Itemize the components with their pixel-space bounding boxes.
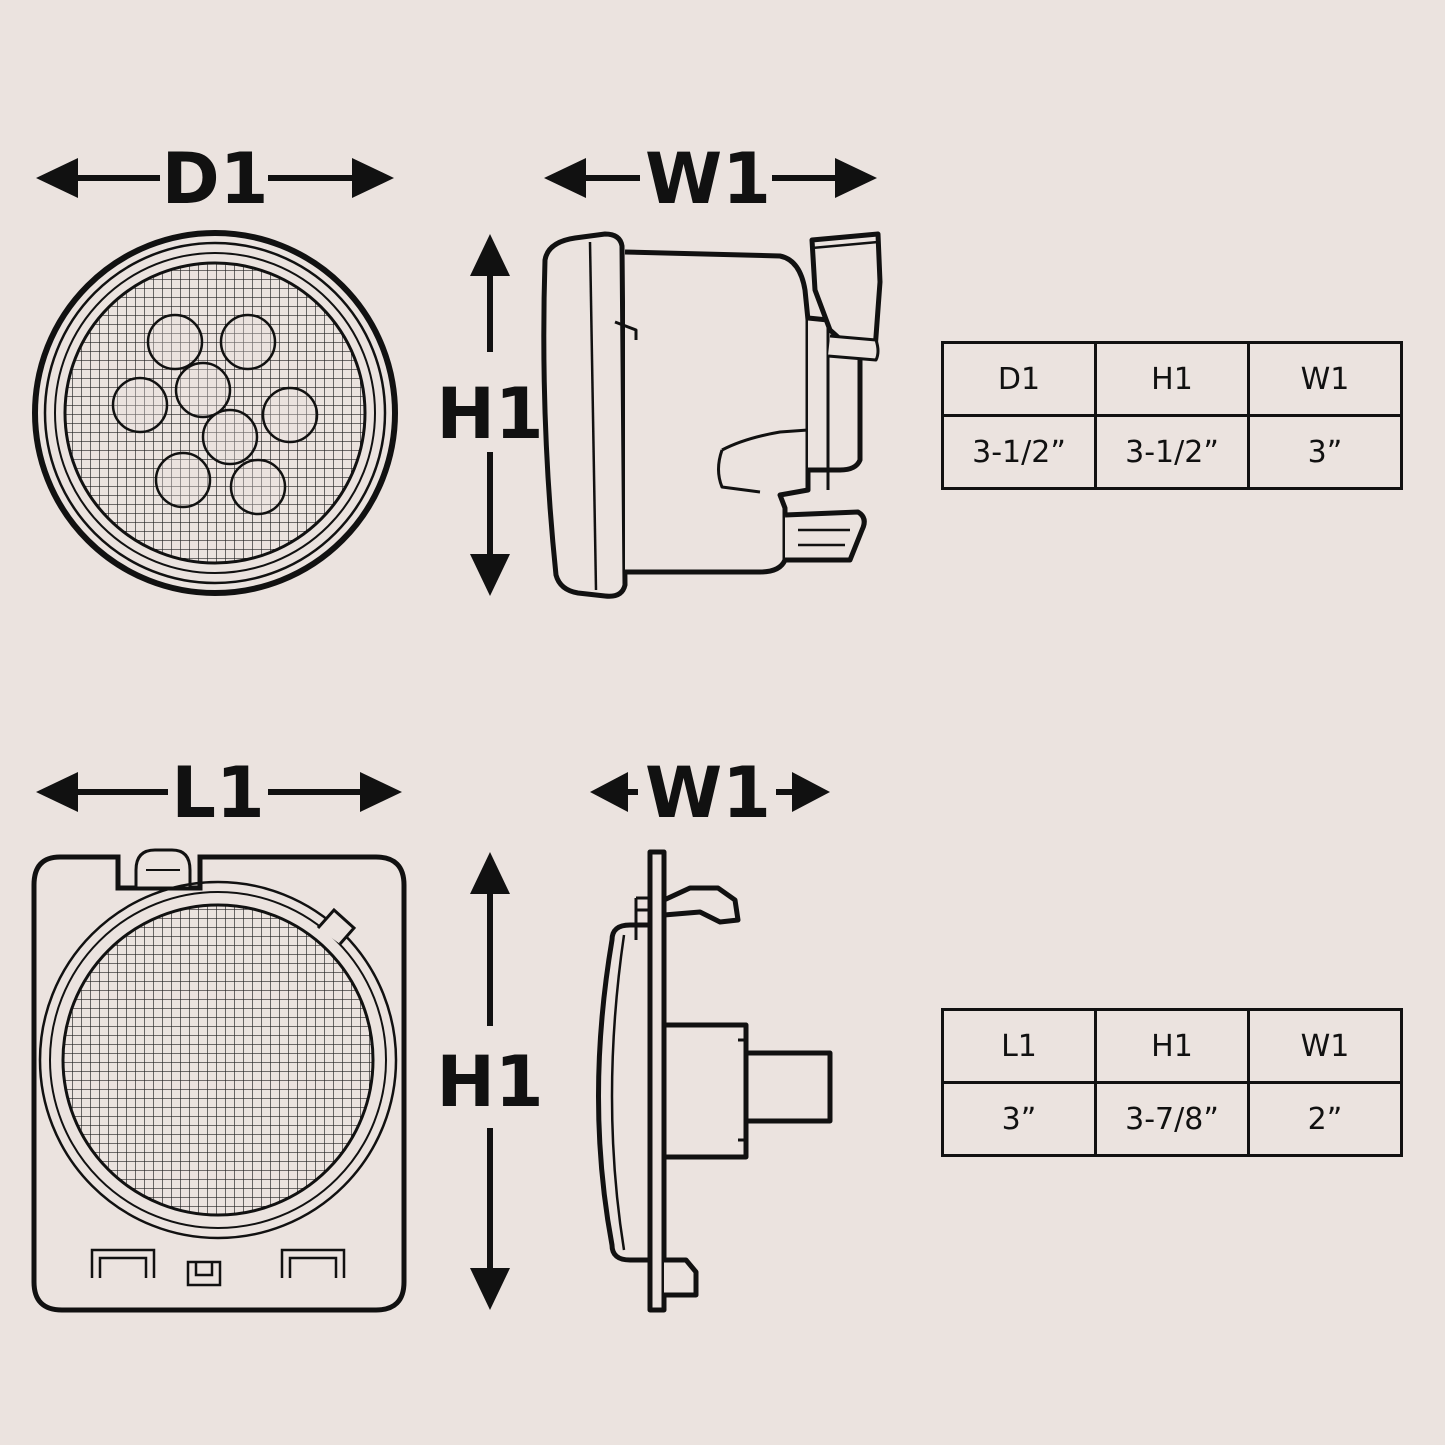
value-cell-w1: 3”	[1247, 414, 1403, 490]
header-cell-d1: D1	[941, 341, 1097, 417]
w1-top-dimension-arrow	[544, 158, 877, 198]
top-spec-table: D1 H1 W1 3-1/2” 3-1/2” 3”	[941, 341, 1403, 490]
h1-bottom-dimension-arrow	[470, 852, 510, 1310]
w1-top-label: W1	[645, 138, 771, 220]
header-cell-l1: L1	[941, 1008, 1097, 1084]
w1-bottom-dimension-arrow	[590, 772, 830, 812]
h1-top-dimension-arrow	[470, 234, 510, 596]
header-cell-w1: W1	[1247, 1008, 1403, 1084]
header-cell-w1: W1	[1247, 341, 1403, 417]
round-light-side-view	[541, 231, 883, 599]
value-cell-w1: 2”	[1247, 1081, 1403, 1157]
led-circles	[111, 313, 319, 516]
table-row: 3” 3-7/8” 2”	[941, 1081, 1403, 1157]
table-row: 3-1/2” 3-1/2” 3”	[941, 414, 1403, 490]
table-row: L1 H1 W1	[941, 1008, 1403, 1084]
value-cell-h1: 3-7/8”	[1094, 1081, 1250, 1157]
d1-label: D1	[162, 138, 269, 220]
header-cell-h1: H1	[1094, 341, 1250, 417]
h1-bottom-label: H1	[436, 1041, 543, 1123]
value-cell-h1: 3-1/2”	[1094, 414, 1250, 490]
table-row: D1 H1 W1	[941, 341, 1403, 417]
bottom-spec-table: L1 H1 W1 3” 3-7/8” 2”	[941, 1008, 1403, 1157]
value-cell-d1: 3-1/2”	[941, 414, 1097, 490]
round-light-front-view	[32, 230, 398, 596]
d1-dimension-arrow	[36, 158, 394, 198]
l1-label: L1	[171, 752, 264, 834]
square-light-side-view	[596, 849, 833, 1313]
value-cell-l1: 3”	[941, 1081, 1097, 1157]
w1-bottom-label: W1	[645, 752, 771, 834]
l1-dimension-arrow	[36, 772, 402, 812]
square-light-front-view	[31, 848, 407, 1313]
h1-top-label: H1	[436, 373, 543, 455]
header-cell-h1: H1	[1094, 1008, 1250, 1084]
